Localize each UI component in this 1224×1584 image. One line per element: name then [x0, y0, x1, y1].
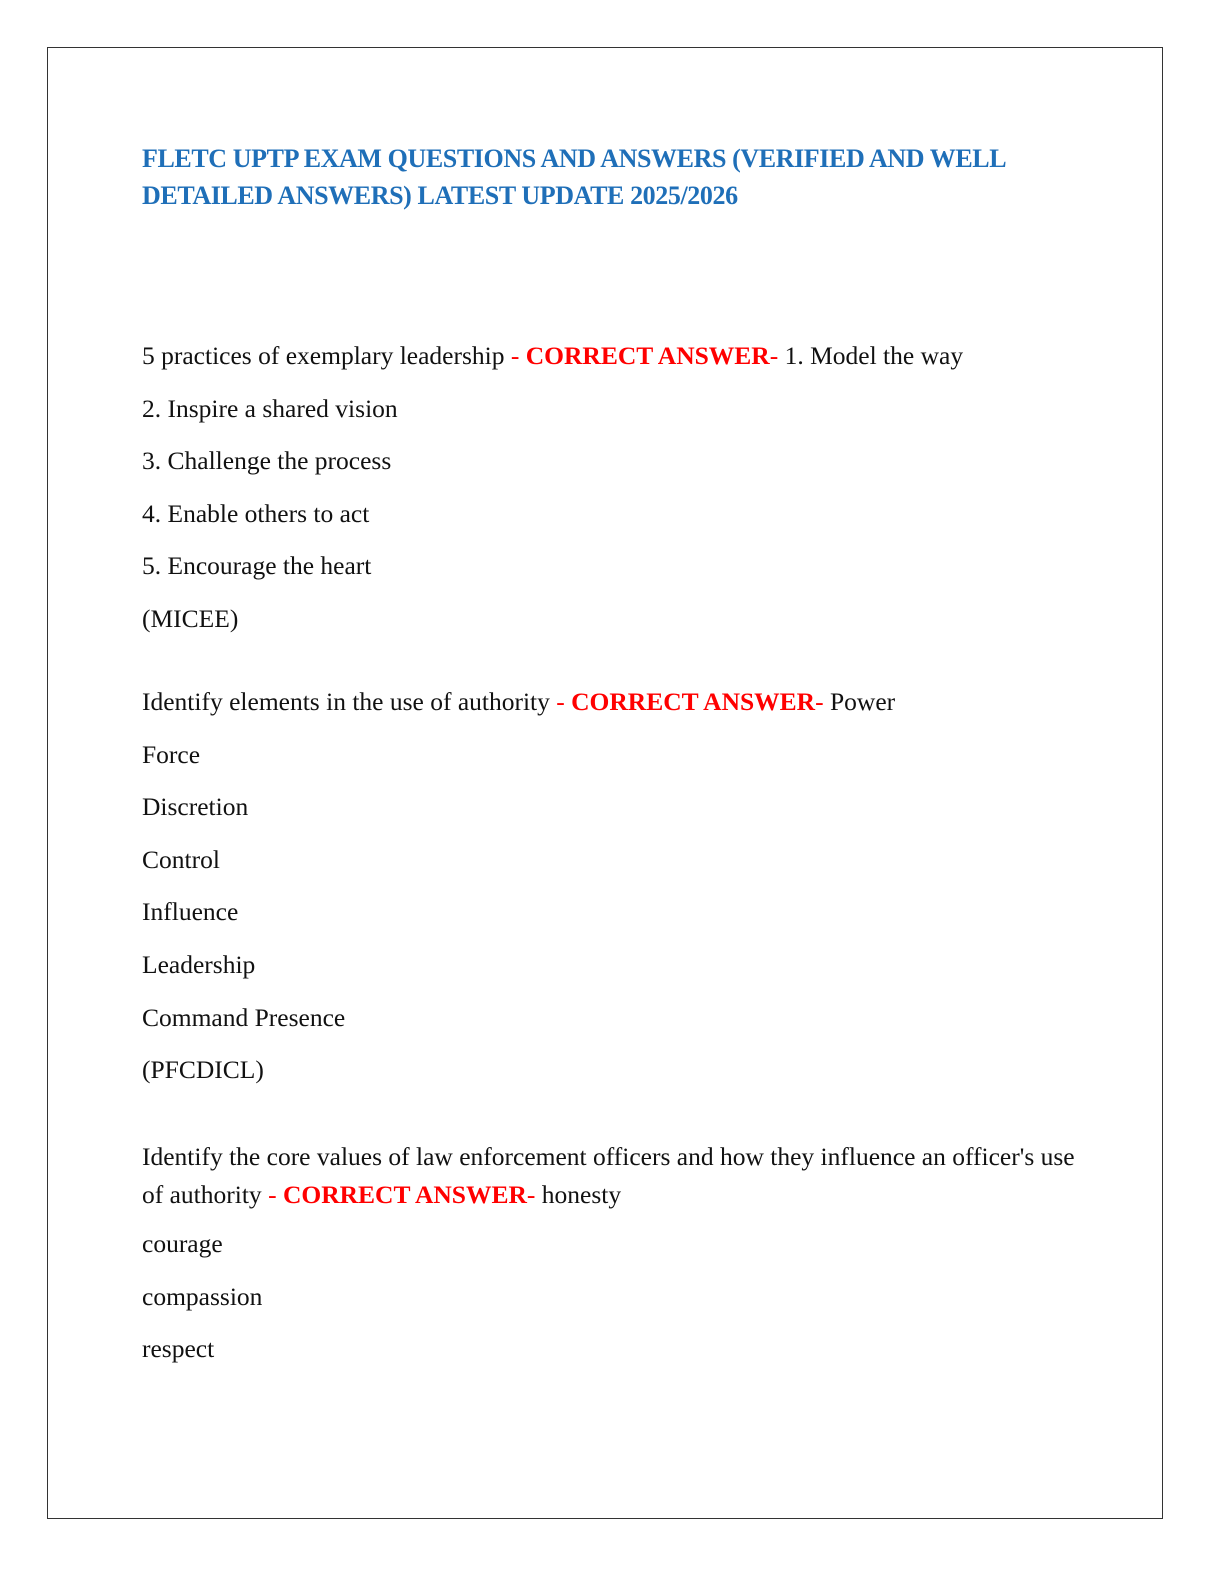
- question-text: 5 practices of exemplary leadership: [142, 341, 505, 370]
- answer-text: honesty: [541, 1180, 622, 1210]
- correct-answer-label: CORRECT ANSWER: [282, 1180, 527, 1210]
- answer-line: Influence: [142, 897, 239, 927]
- correct-answer-label: CORRECT ANSWER: [525, 341, 770, 370]
- question-text: Identify the core values of law enforcem…: [142, 1142, 1075, 1210]
- answer-dash: -: [549, 686, 572, 716]
- question-text: Identify elements in the use of authorit…: [142, 686, 550, 716]
- qa-item: Identify elements in the use of authorit…: [142, 687, 1102, 1085]
- question-line: 5 practices of exemplary leadership - CO…: [142, 341, 1102, 371]
- answer-line: (PFCDICL): [142, 1055, 264, 1085]
- answer-line: courage: [142, 1229, 223, 1259]
- answer-line: Discretion: [142, 792, 249, 822]
- correct-answer-label: CORRECT ANSWER: [571, 686, 816, 716]
- page-frame: [47, 47, 1163, 1519]
- answer-line: Command Presence: [142, 1002, 346, 1032]
- answer-line: 5. Encourage the heart: [142, 551, 372, 581]
- question-line: Identify the core values of law enforcem…: [142, 1138, 1102, 1214]
- question-line: Identify elements in the use of authorit…: [142, 687, 1102, 717]
- answer-suffix: -: [815, 686, 830, 716]
- answer-suffix: -: [769, 341, 785, 370]
- answer-text: Power: [829, 686, 896, 716]
- answer-line: Control: [142, 844, 220, 874]
- answer-line: 4. Enable others to act: [142, 498, 370, 528]
- qa-item: Identify the core values of law enforcem…: [142, 1138, 1102, 1364]
- document-title: FLETC UPTP EXAM QUESTIONS AND ANSWERS (V…: [142, 144, 1005, 210]
- answer-dash: -: [504, 341, 526, 370]
- answer-line: (MICEE): [142, 603, 239, 633]
- answer-dash: -: [261, 1180, 283, 1210]
- answer-line: Force: [142, 739, 201, 769]
- answer-text: 1. Model the way: [784, 341, 964, 370]
- answer-line: 2. Inspire a shared vision: [142, 393, 398, 423]
- answer-line: Leadership: [142, 949, 256, 979]
- answer-line: respect: [142, 1334, 215, 1364]
- answer-line: compassion: [142, 1281, 263, 1311]
- qa-item: 5 practices of exemplary leadership - CO…: [142, 341, 1102, 634]
- qa-list: 5 practices of exemplary leadership - CO…: [142, 341, 1102, 1364]
- document-body: FLETC UPTP EXAM QUESTIONS AND ANSWERS (V…: [142, 140, 1102, 1417]
- answer-line: 3. Challenge the process: [142, 446, 392, 476]
- answer-suffix: -: [526, 1180, 542, 1210]
